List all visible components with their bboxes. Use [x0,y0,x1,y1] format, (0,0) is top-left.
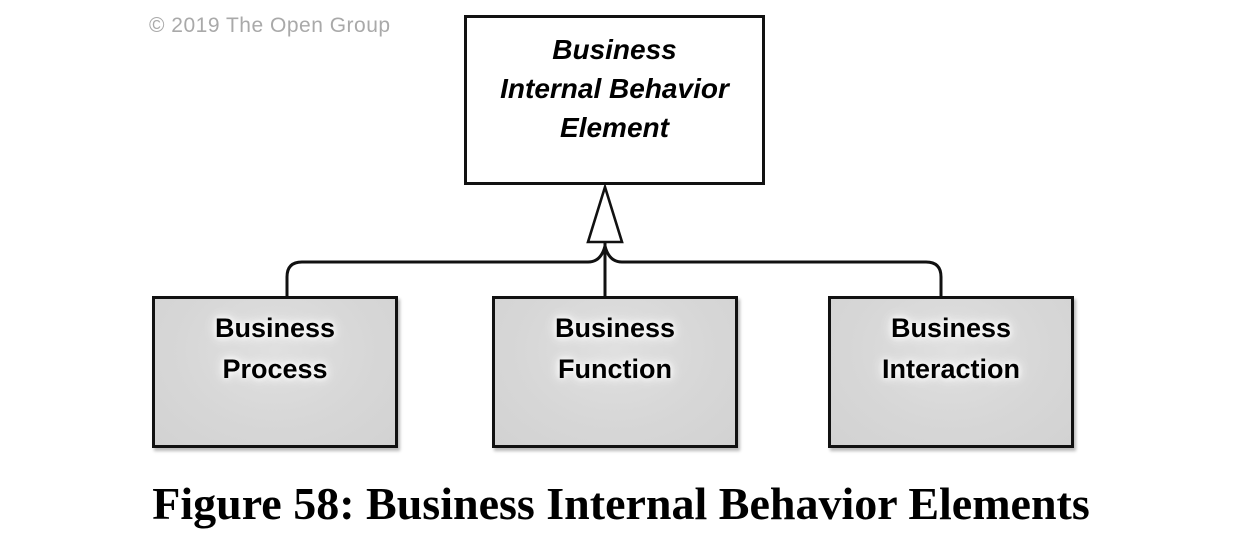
parent-node-label-line1: Business [552,34,677,65]
child-node-label-line1: Business [214,313,336,343]
child-node-label-line1: Business [890,313,1012,343]
copyright-notice: © 2019 The Open Group [149,14,391,37]
child-node-business-interaction: Business Interaction [828,296,1074,448]
branch-line-left [285,245,607,297]
branch-line-right [603,245,943,298]
child-node-label-line2: Function [558,354,672,384]
child-node-label-line2: Process [222,354,328,384]
figure-caption: Figure 58: Business Internal Behavior El… [152,478,1090,529]
parent-node-business-internal-behavior-element: Business Internal Behavior Element [464,15,765,185]
child-node-business-process: Business Process [152,296,398,448]
child-node-label-line1: Business [554,313,676,343]
child-node-business-function: Business Function [492,296,738,448]
parent-node-label-line2: Internal Behavior [500,73,729,104]
generalization-arrow-icon [586,182,624,244]
parent-node-label-line3: Element [560,112,669,143]
child-node-label-line2: Interaction [881,354,1021,384]
